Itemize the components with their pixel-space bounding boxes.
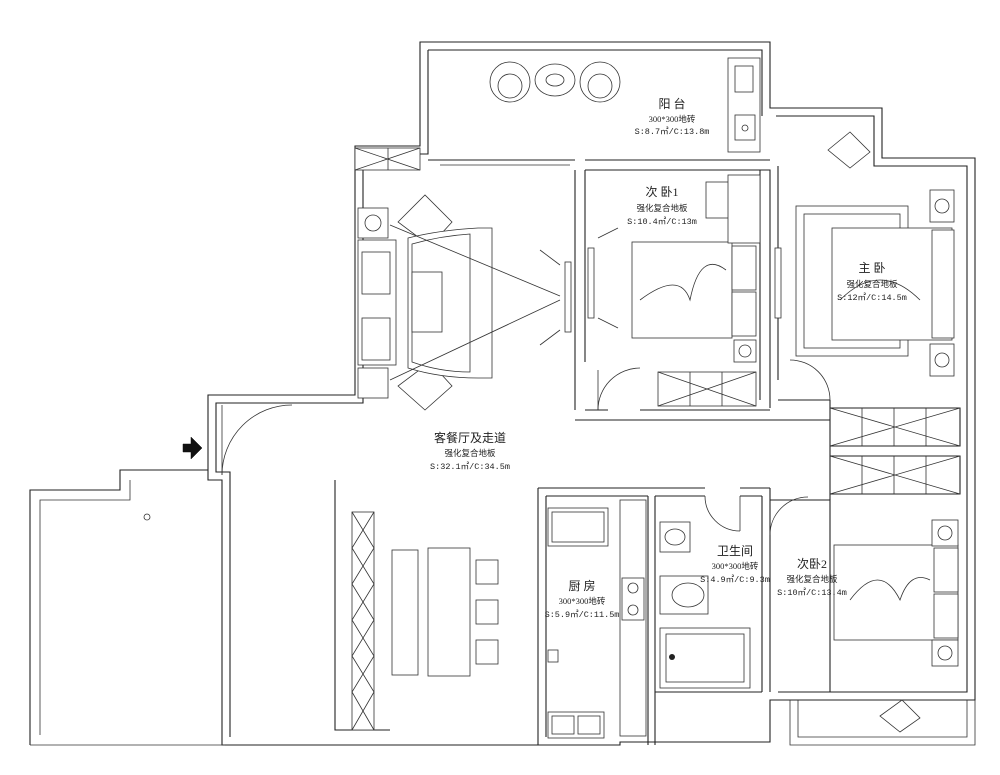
- room-name: 厨 房: [568, 578, 595, 593]
- room-area: S:12㎡/C:14.5m: [837, 293, 907, 303]
- room-name: 客餐厅及走道: [434, 430, 506, 445]
- room-balcony: 阳 台 300*300地砖 S:8.7㎡/C:13.8m: [635, 96, 710, 137]
- room-floor: 强化复合地板: [846, 279, 898, 289]
- room-floor: 300*300地砖: [712, 561, 759, 571]
- closets: [829, 407, 961, 495]
- room-area: S:8.7㎡/C:13.8m: [635, 127, 710, 137]
- kitchen-furniture: [547, 499, 647, 739]
- room-area: S:10.4㎡/C:13m: [627, 217, 697, 227]
- room-floor: 强化复合地板: [786, 574, 838, 584]
- room-bedroom1: 次 卧1 强化复合地板 S:10.4㎡/C:13m: [627, 185, 697, 227]
- doors: [221, 227, 831, 536]
- room-name: 主 卧: [858, 261, 885, 275]
- room-bathroom: 卫生间 300*300地砖 S:4.9㎡/C:9.3m: [700, 544, 770, 585]
- room-name: 卫生间: [717, 544, 753, 558]
- room-master: 主 卧 强化复合地板 S:12㎡/C:14.5m: [837, 261, 907, 303]
- room-living: 客餐厅及走道 强化复合地板 S:32.1㎡/C:34.5m: [430, 430, 510, 472]
- living-furniture: [351, 194, 561, 731]
- room-area: S:5.9㎡/C:11.5m: [545, 610, 620, 620]
- bedroom2-furniture: [833, 519, 959, 733]
- room-floor: 300*300地砖: [649, 114, 696, 124]
- room-area: S:4.9㎡/C:9.3m: [700, 575, 770, 585]
- room-area: S:10㎡/C:13.4m: [777, 588, 847, 598]
- room-floor: 强化复合地板: [636, 203, 688, 213]
- balcony-furniture: [354, 57, 761, 171]
- room-name: 次卧2: [797, 557, 827, 571]
- room-name: 阳 台: [658, 96, 685, 111]
- room-kitchen: 厨 房 300*300地砖 S:5.9㎡/C:11.5m: [545, 578, 620, 620]
- master-furniture: [795, 131, 955, 377]
- outer-walls: [29, 41, 976, 746]
- room-bedroom2: 次卧2 强化复合地板 S:10㎡/C:13.4m: [777, 557, 847, 598]
- bathroom-furniture: [659, 521, 751, 689]
- room-floor: 300*300地砖: [559, 596, 606, 606]
- bedroom1-furniture: [631, 174, 761, 407]
- room-floor: 强化复合地板: [444, 448, 496, 458]
- room-area: S:32.1㎡/C:34.5m: [430, 462, 510, 472]
- room-name: 次 卧1: [645, 185, 678, 199]
- entrance-arrow-icon: [182, 436, 203, 460]
